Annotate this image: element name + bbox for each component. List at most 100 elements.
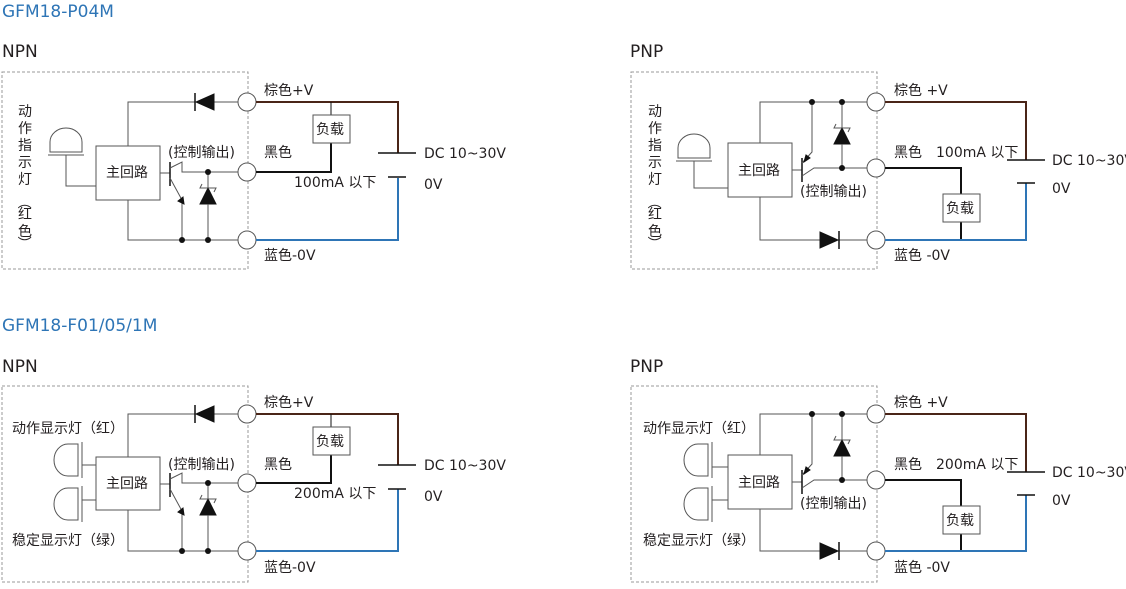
wire-brown <box>256 413 399 465</box>
current-label: 200mA 以下 <box>294 486 376 502</box>
main-circuit-box <box>95 145 161 201</box>
current-label: 200mA 以下 <box>936 457 1018 473</box>
model-title-2: GFM18-F01/05/1M <box>2 316 157 336</box>
indicator-lamp-icon <box>48 127 96 187</box>
indicator-red-label: 动作显示灯（红） <box>12 421 124 437</box>
indicator-lamp-red-icon <box>53 442 96 478</box>
svg-text:灯: 灯 <box>18 172 32 188</box>
power-supply-icon <box>1007 159 1045 184</box>
supply-label: DC 10~30V <box>424 146 506 162</box>
sensor-boundary <box>1 71 249 270</box>
svg-text:（: （ <box>15 195 31 209</box>
npn-diagram-1: NPN 动 作 指 示 灯 （ 红 色 ） 主回路 <box>1 42 506 270</box>
load-box <box>942 193 981 223</box>
wire-black <box>885 167 962 194</box>
wire-brown-label: 棕色+V <box>264 82 314 99</box>
wire-brown <box>256 101 399 153</box>
wire-blue-label: 蓝色 -0V <box>894 247 950 264</box>
terminal-blue <box>237 230 257 250</box>
svg-text:作: 作 <box>18 121 32 137</box>
terminal-black <box>237 473 257 493</box>
zener-diode-icon <box>199 483 217 551</box>
indicator-label: 动 作 指 示 灯 （ 红 色 ） <box>645 104 662 250</box>
svg-text:灯: 灯 <box>648 172 662 188</box>
diode-icon <box>819 542 840 560</box>
sensor-boundary <box>630 71 878 270</box>
supply-label: DC 10~30V <box>1052 153 1126 169</box>
indicator-green-label: 稳定显示灯（绿） <box>12 533 124 549</box>
svg-text:示: 示 <box>648 155 662 171</box>
terminal-blue <box>237 541 257 561</box>
pnp-label: PNP <box>630 42 663 62</box>
npn-diagram-2: NPN 动作显示灯（红） 稳定显示灯（绿） 主回路 <box>1 357 506 583</box>
current-label: 100mA 以下 <box>936 145 1018 161</box>
power-supply-icon <box>378 464 416 490</box>
pnp-label: PNP <box>630 357 663 377</box>
control-output-label: (控制输出) <box>168 145 235 161</box>
svg-text:）: ） <box>645 236 661 250</box>
wire-brown <box>885 413 1027 472</box>
svg-text:动: 动 <box>18 104 32 120</box>
diode-icon <box>819 231 840 249</box>
svg-text:示: 示 <box>18 155 32 171</box>
sensor-boundary <box>1 385 249 583</box>
wire-blue <box>256 489 399 552</box>
load-box <box>312 114 351 144</box>
wire-black-label: 黑色 <box>894 144 922 161</box>
terminal-black <box>866 470 886 490</box>
zener-diode-icon <box>833 102 851 168</box>
svg-text:色: 色 <box>18 223 32 240</box>
control-output-label: (控制输出) <box>800 184 867 200</box>
wire-blue-label: 蓝色 -0V <box>894 559 950 576</box>
indicator-lamp-icon <box>676 133 728 189</box>
terminal-black <box>866 158 886 178</box>
zero-volt-label: 0V <box>1052 181 1071 197</box>
indicator-red-label: 动作显示灯（红） <box>643 421 755 437</box>
indicator-lamp-green-icon <box>53 486 96 522</box>
zero-volt-label: 0V <box>424 489 443 505</box>
control-output-label: (控制输出) <box>800 496 867 512</box>
indicator-lamp-green-icon <box>683 486 728 522</box>
load-label: 负载 <box>946 513 974 529</box>
npn-transistor-icon <box>160 161 208 240</box>
pnp-diagram-1: PNP 动 作 指 示 灯 （ 红 色 ） 主回路 <box>630 42 1126 270</box>
power-supply-icon <box>1007 471 1045 496</box>
svg-text:红: 红 <box>18 207 32 223</box>
npn-transistor-icon <box>160 472 208 551</box>
power-supply-icon <box>378 152 416 178</box>
svg-text:作: 作 <box>648 121 662 137</box>
main-circuit-label: 主回路 <box>738 163 780 179</box>
pnp-diagram-2: PNP 动作显示灯（红） 稳定显示灯（绿） 主回路 <box>630 357 1126 583</box>
wire-black <box>256 143 332 173</box>
wire-blue <box>256 178 399 241</box>
wire-black-label: 黑色 <box>264 144 292 161</box>
main-circuit-label: 主回路 <box>738 475 780 491</box>
svg-text:指: 指 <box>18 138 32 154</box>
svg-text:红: 红 <box>648 207 662 223</box>
svg-text:指: 指 <box>648 138 662 154</box>
supply-label: DC 10~30V <box>424 458 506 474</box>
wire-brown <box>885 101 1027 160</box>
load-box <box>312 426 351 456</box>
zener-diode-icon <box>199 172 217 240</box>
wire-black-label: 黑色 <box>894 456 922 473</box>
load-label: 负载 <box>316 434 344 450</box>
pnp-transistor-icon <box>792 414 876 494</box>
npn-label: NPN <box>2 42 38 62</box>
terminal-brown <box>237 404 257 424</box>
terminal-brown <box>866 92 886 112</box>
load-label: 负载 <box>946 201 974 217</box>
wire-blue <box>885 183 1027 241</box>
diode-icon <box>194 405 215 423</box>
pnp-transistor-icon <box>792 102 876 182</box>
wire-black-label: 黑色 <box>264 456 292 473</box>
terminal-blue <box>866 541 886 561</box>
terminal-brown <box>866 404 886 424</box>
sensor-boundary <box>630 385 878 583</box>
main-circuit-box <box>95 456 161 511</box>
main-circuit-box <box>727 454 793 510</box>
indicator-label: 动 作 指 示 灯 （ 红 色 ） <box>15 104 32 250</box>
svg-text:动: 动 <box>648 104 662 120</box>
wire-blue-label: 蓝色-0V <box>264 247 316 264</box>
